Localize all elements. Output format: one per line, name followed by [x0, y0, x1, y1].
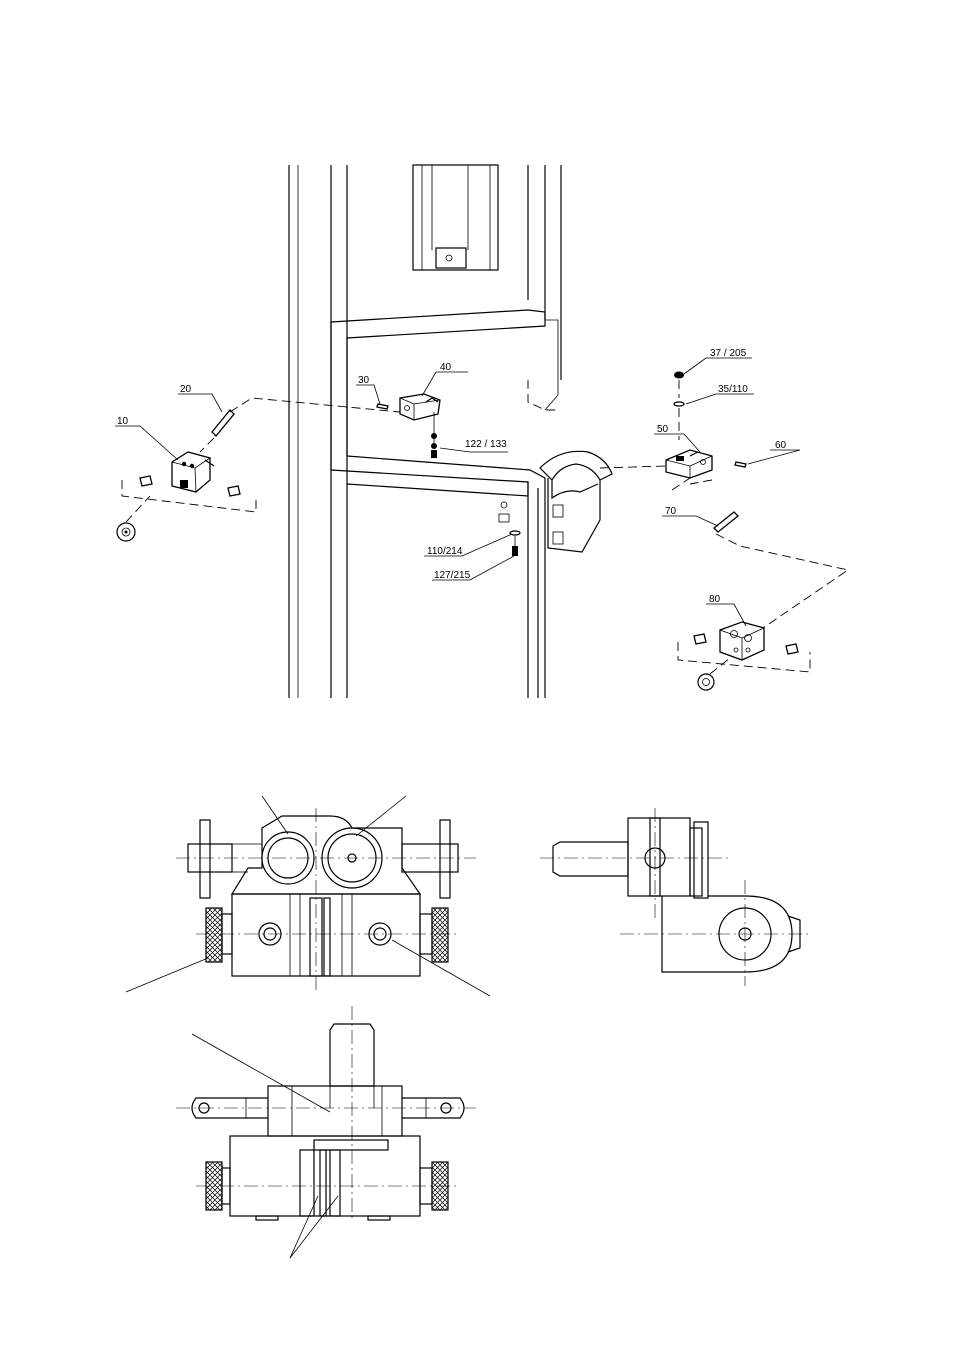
front-view [125, 795, 491, 997]
pipe-saddle [539, 450, 613, 553]
washer-and-screw [498, 501, 521, 556]
channel-profile [412, 164, 499, 271]
leader-lines [115, 357, 801, 627]
label-20: 20 [180, 384, 192, 395]
top-view [176, 1006, 476, 1259]
label-122-133: 122 / 133 [465, 439, 507, 450]
label-10: 10 [117, 416, 129, 427]
label-80: 80 [709, 594, 721, 605]
part-60-pin [599, 461, 747, 469]
nut-and-washer [673, 371, 685, 440]
label-50: 50 [657, 424, 669, 435]
part-30-pin [376, 403, 389, 410]
part-10-clamp [116, 451, 257, 542]
label-30: 30 [358, 375, 370, 386]
frame-column [288, 165, 562, 698]
label-127-215: 127/215 [434, 570, 471, 581]
label-37-205: 37 / 205 [710, 348, 747, 359]
label-70: 70 [665, 506, 677, 517]
exploded-view: 10 20 30 40 50 60 70 80 37 / 205 35/110 … [115, 164, 850, 698]
label-60: 60 [775, 440, 787, 451]
part-80-clamp [677, 621, 811, 691]
label-35-110: 35/110 [718, 384, 748, 395]
label-40: 40 [440, 362, 452, 373]
part-40-block [399, 393, 441, 458]
part-20-pin [199, 397, 401, 453]
cross-bracket [330, 309, 560, 698]
part-50-block [665, 449, 713, 479]
part-70-pin [671, 477, 850, 631]
side-view [540, 808, 810, 986]
label-110-214: 110/214 [427, 546, 463, 557]
